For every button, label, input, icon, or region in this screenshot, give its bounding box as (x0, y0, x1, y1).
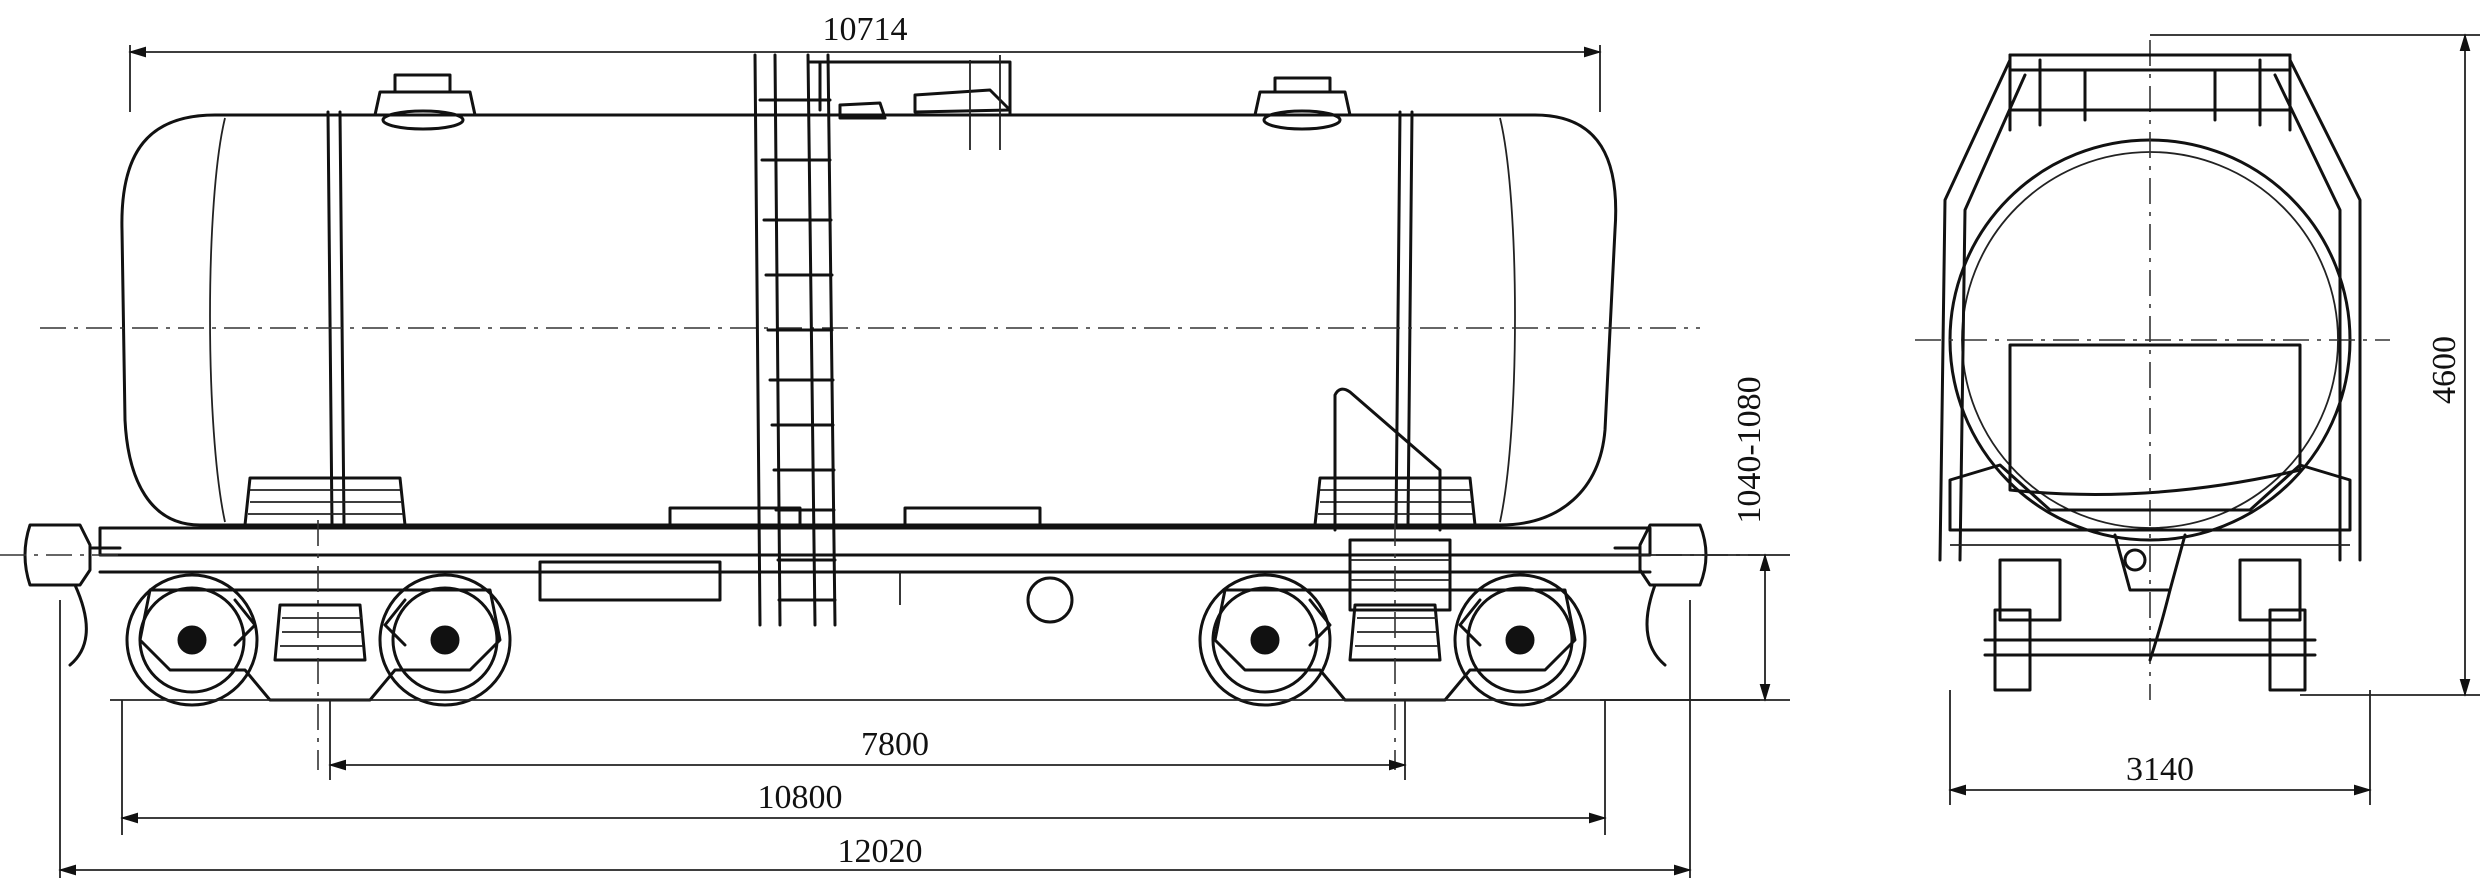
end-view-handrail-left (1938, 58, 2027, 562)
bogie-left (125, 573, 512, 707)
dim-overall-width: 3140 (2126, 751, 2194, 788)
dim-bogie-distance: 7800 (861, 726, 929, 763)
end-view-tank-inner (2008, 343, 2302, 496)
side-ladder (753, 53, 837, 627)
top-hatch-left (373, 73, 477, 131)
end-platform-handrail (1333, 387, 1452, 612)
bogie-right (1198, 573, 1587, 707)
end-dimensions: 4600 3140 (1948, 33, 2480, 805)
tank-band-right (1394, 110, 1414, 527)
side-dimensions: 10714 7800 10800 12020 1040-1080 (58, 11, 1790, 878)
dim-overall-height: 4600 (2426, 336, 2463, 404)
coupler-right (1610, 523, 1760, 667)
dim-coupler-length: 12020 (838, 833, 923, 870)
dim-tank-length: 10714 (823, 11, 908, 48)
tank-band-left (326, 110, 346, 527)
side-view (0, 53, 1760, 770)
tank-saddle-left (243, 476, 407, 527)
dim-frame-length: 10800 (758, 779, 843, 816)
coupler-left (0, 523, 122, 667)
tank-head-seam-left (209, 117, 226, 523)
end-view-handrail-right (2273, 58, 2362, 562)
tank-saddle-right (1313, 476, 1477, 527)
top-hatch-right (1253, 76, 1352, 131)
tank-shell (120, 113, 1618, 527)
center-platform (808, 55, 1012, 150)
dim-axis-height: 1040-1080 (1731, 376, 1768, 523)
tank-head-seam-right (1499, 117, 1516, 523)
end-view (1915, 40, 2390, 700)
